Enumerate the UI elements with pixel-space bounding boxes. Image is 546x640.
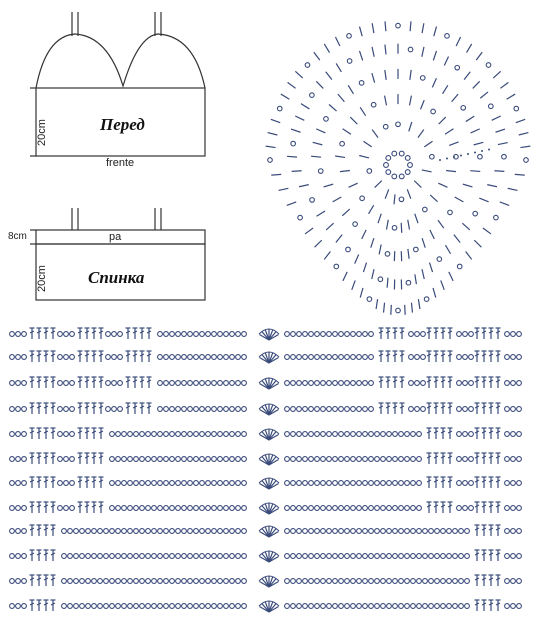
- pattern-row: [9, 402, 522, 416]
- pattern-row: [9, 376, 522, 390]
- pattern-row: [9, 599, 522, 613]
- motif-round: [287, 43, 508, 290]
- motif-round: [265, 21, 531, 315]
- motif-center-chain: [383, 162, 389, 168]
- back-panel-title: Спинка: [88, 268, 145, 287]
- motif-round: [335, 94, 459, 233]
- pattern-row: [9, 524, 522, 538]
- pattern-row: [9, 549, 522, 563]
- motif-center-chain: [391, 150, 398, 157]
- motif-center-chain: [398, 173, 405, 180]
- pattern-row: [9, 427, 522, 441]
- pattern-row: [9, 501, 522, 515]
- motif-round: [311, 68, 484, 262]
- pattern-row: [9, 476, 522, 490]
- front-panel-caption: frente: [106, 157, 135, 169]
- motif-center-chain: [391, 173, 398, 180]
- motif-center-chain: [404, 154, 411, 161]
- pattern-row: [9, 452, 522, 466]
- front-panel-title: Перед: [100, 115, 145, 134]
- pattern-row: [9, 350, 522, 364]
- motif-center-chain: [398, 150, 405, 157]
- motif-round: [359, 121, 435, 205]
- back-band-label: pa: [109, 231, 122, 243]
- back-band-height-label: 8cm: [8, 231, 27, 242]
- motif-center-chain: [385, 154, 392, 161]
- pattern-row: [9, 327, 522, 341]
- pattern-row: [9, 574, 522, 588]
- motif-join-dots: [439, 148, 490, 161]
- motif-center-chain: [385, 169, 392, 176]
- motif-center-chain: [404, 169, 411, 176]
- motif-center-chain: [407, 162, 413, 168]
